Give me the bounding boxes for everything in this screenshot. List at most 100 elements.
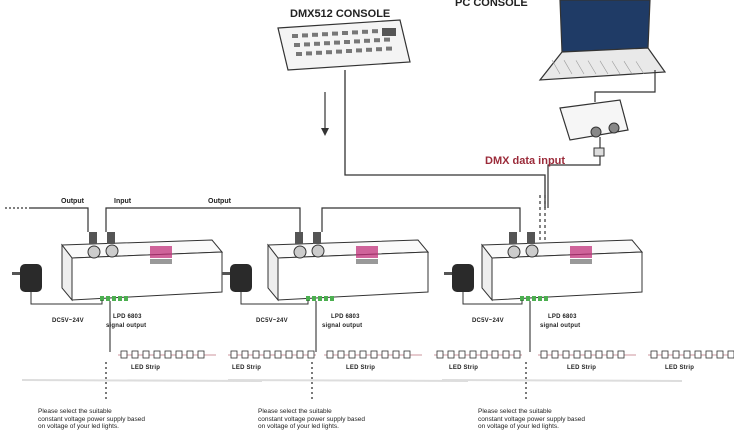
led-chip: [359, 350, 367, 359]
led-chip: [153, 350, 161, 359]
console-button: [334, 40, 340, 45]
console-button: [364, 38, 370, 43]
console-button: [356, 48, 362, 53]
led-chip: [296, 350, 304, 359]
xlr-connector: [293, 245, 307, 259]
console-button: [386, 46, 392, 51]
output-cable-1: [30, 207, 89, 232]
led-chip: [326, 350, 334, 359]
console-button: [326, 50, 332, 55]
xlr-connector: [87, 245, 101, 259]
led-chip: [142, 350, 150, 359]
led-chip: [175, 350, 183, 359]
strip-label-3a: LED Strip: [567, 365, 597, 371]
console-button: [344, 40, 350, 44]
terminal-pin: [124, 296, 128, 301]
console-button: [376, 47, 382, 52]
xlr-plug: [593, 147, 605, 157]
terminal-pin: [106, 296, 110, 301]
console-button: [302, 33, 308, 38]
console-cable: [344, 70, 546, 208]
decoder-panel: [150, 246, 172, 258]
led-chip: [540, 350, 548, 359]
led-chip: [694, 350, 702, 359]
dmx-data-input-label: DMX data input: [485, 155, 566, 167]
dmx-console-label: DMX512 CONSOLE: [290, 8, 391, 20]
converter-port: [590, 126, 602, 138]
model-label-3: LPD 6803: [548, 314, 577, 320]
led-chip: [683, 350, 691, 359]
chain-cable-1-2: [105, 207, 301, 232]
model-label-2: LPD 6803: [331, 314, 360, 320]
console-button: [336, 49, 342, 54]
chain-cable-2-3: [321, 207, 521, 232]
terminal-pin: [532, 296, 536, 301]
key-line: [563, 60, 573, 75]
power-cable: [462, 292, 523, 305]
console-button: [292, 34, 298, 38]
key-line: [623, 61, 633, 75]
led-chip: [727, 350, 734, 359]
adapter-prong: [444, 272, 452, 275]
led-chip: [131, 350, 139, 359]
console-button: [384, 37, 390, 42]
console-button: [366, 47, 372, 52]
led-chip: [241, 350, 249, 359]
led-chip: [480, 350, 488, 359]
terminal-pin: [312, 296, 316, 301]
xlr-plug: [509, 232, 517, 244]
key-line: [575, 60, 585, 75]
decoder-side: [481, 243, 493, 302]
console-button: [322, 32, 328, 37]
led-chip: [491, 350, 499, 359]
usb-cable: [594, 70, 656, 102]
strip-label-2a: LED Strip: [346, 365, 376, 371]
strip-label-2b: LED Strip: [449, 365, 479, 371]
xlr-plug: [295, 232, 303, 244]
console-button: [332, 31, 338, 36]
led-chip: [447, 350, 455, 359]
led-chip: [197, 350, 205, 359]
page-band: [21, 379, 263, 382]
terminal-pin: [118, 296, 122, 301]
xlr-connector: [105, 244, 119, 258]
xlr-plug: [527, 232, 535, 244]
console-button: [296, 52, 302, 56]
console-button: [312, 32, 318, 37]
key-line: [635, 61, 645, 75]
xlr-plug: [313, 232, 321, 244]
console-button: [374, 38, 380, 43]
page-band: [227, 379, 469, 382]
led-chip: [252, 350, 260, 359]
led-chip: [164, 350, 172, 359]
console-button: [306, 51, 312, 56]
terminal-pin: [318, 296, 322, 301]
note-1-line-1: Please select the suitable: [38, 408, 112, 415]
dmx-input-cable: [547, 156, 601, 208]
decoder-panel-text: [570, 259, 592, 264]
led-chip: [274, 350, 282, 359]
console-button: [314, 41, 320, 46]
console-button: [352, 30, 358, 35]
terminal-pin: [112, 296, 116, 301]
output-label-2: Output: [208, 198, 231, 205]
note-3-line-2: constant voltage power supply based: [478, 415, 585, 423]
console-button: [294, 43, 300, 47]
adapter-prong: [12, 272, 20, 275]
key-line: [599, 60, 609, 75]
power-label-2: DC5V~24V: [256, 318, 288, 324]
led-chip: [502, 350, 510, 359]
arrow-head: [321, 128, 329, 136]
led-chip: [661, 350, 669, 359]
laptop-screen: [559, 0, 651, 53]
decoder-panel: [570, 246, 592, 258]
console-button: [354, 39, 360, 44]
terminal-pin: [520, 296, 524, 301]
led-chip: [562, 350, 570, 359]
console-button: [342, 31, 348, 35]
console-button: [304, 42, 310, 47]
decoder-panel: [356, 246, 378, 258]
terminal-pin: [324, 296, 328, 301]
key-line: [587, 60, 597, 75]
adapter-prong: [222, 272, 230, 275]
